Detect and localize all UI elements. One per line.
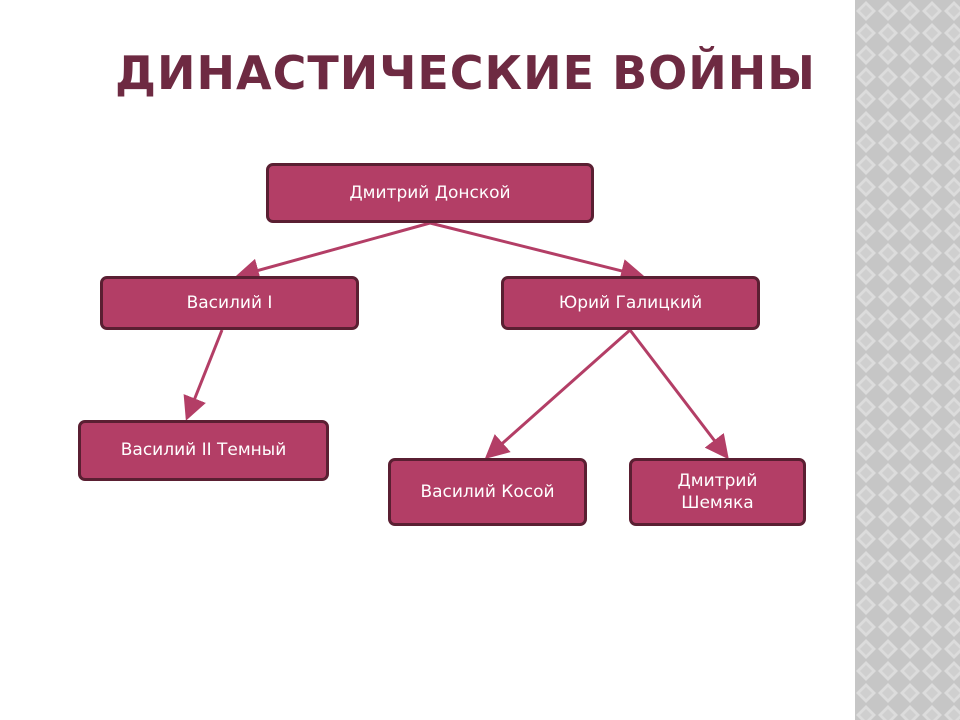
node-label: Василий II Темный [120, 440, 287, 461]
node-label: Василий Косой [420, 481, 555, 502]
node-label: Василий I [186, 292, 273, 313]
connector-yury-to-vasily-kosoy [484, 328, 631, 459]
node-label: Юрий Галицкий [558, 292, 703, 313]
decorative-side-pattern [855, 0, 960, 720]
connector-vasily-1-to-vasily-2 [183, 329, 224, 421]
connector-donskoy-to-yury [429, 221, 645, 283]
node-label: Дмитрий Донской [349, 182, 511, 203]
node-vasily-1: Василий I [100, 276, 359, 330]
slide-title: ДИНАСТИЧЕСКИЕ ВОЙНЫ [115, 46, 816, 100]
node-vasily-kosoy: Василий Косой [388, 458, 587, 526]
connector-yury-to-dmitry-shemyaka [628, 329, 729, 460]
node-vasily-2-temny: Василий II Темный [78, 420, 329, 481]
node-dmitry-shemyaka: Дмитрий Шемяка [629, 458, 806, 526]
node-label: Дмитрий Шемяка [677, 470, 758, 513]
node-dmitry-donskoy: Дмитрий Донской [266, 163, 594, 223]
connector-donskoy-to-vasily-1 [235, 221, 431, 282]
node-yury-galitsky: Юрий Галицкий [501, 276, 760, 330]
